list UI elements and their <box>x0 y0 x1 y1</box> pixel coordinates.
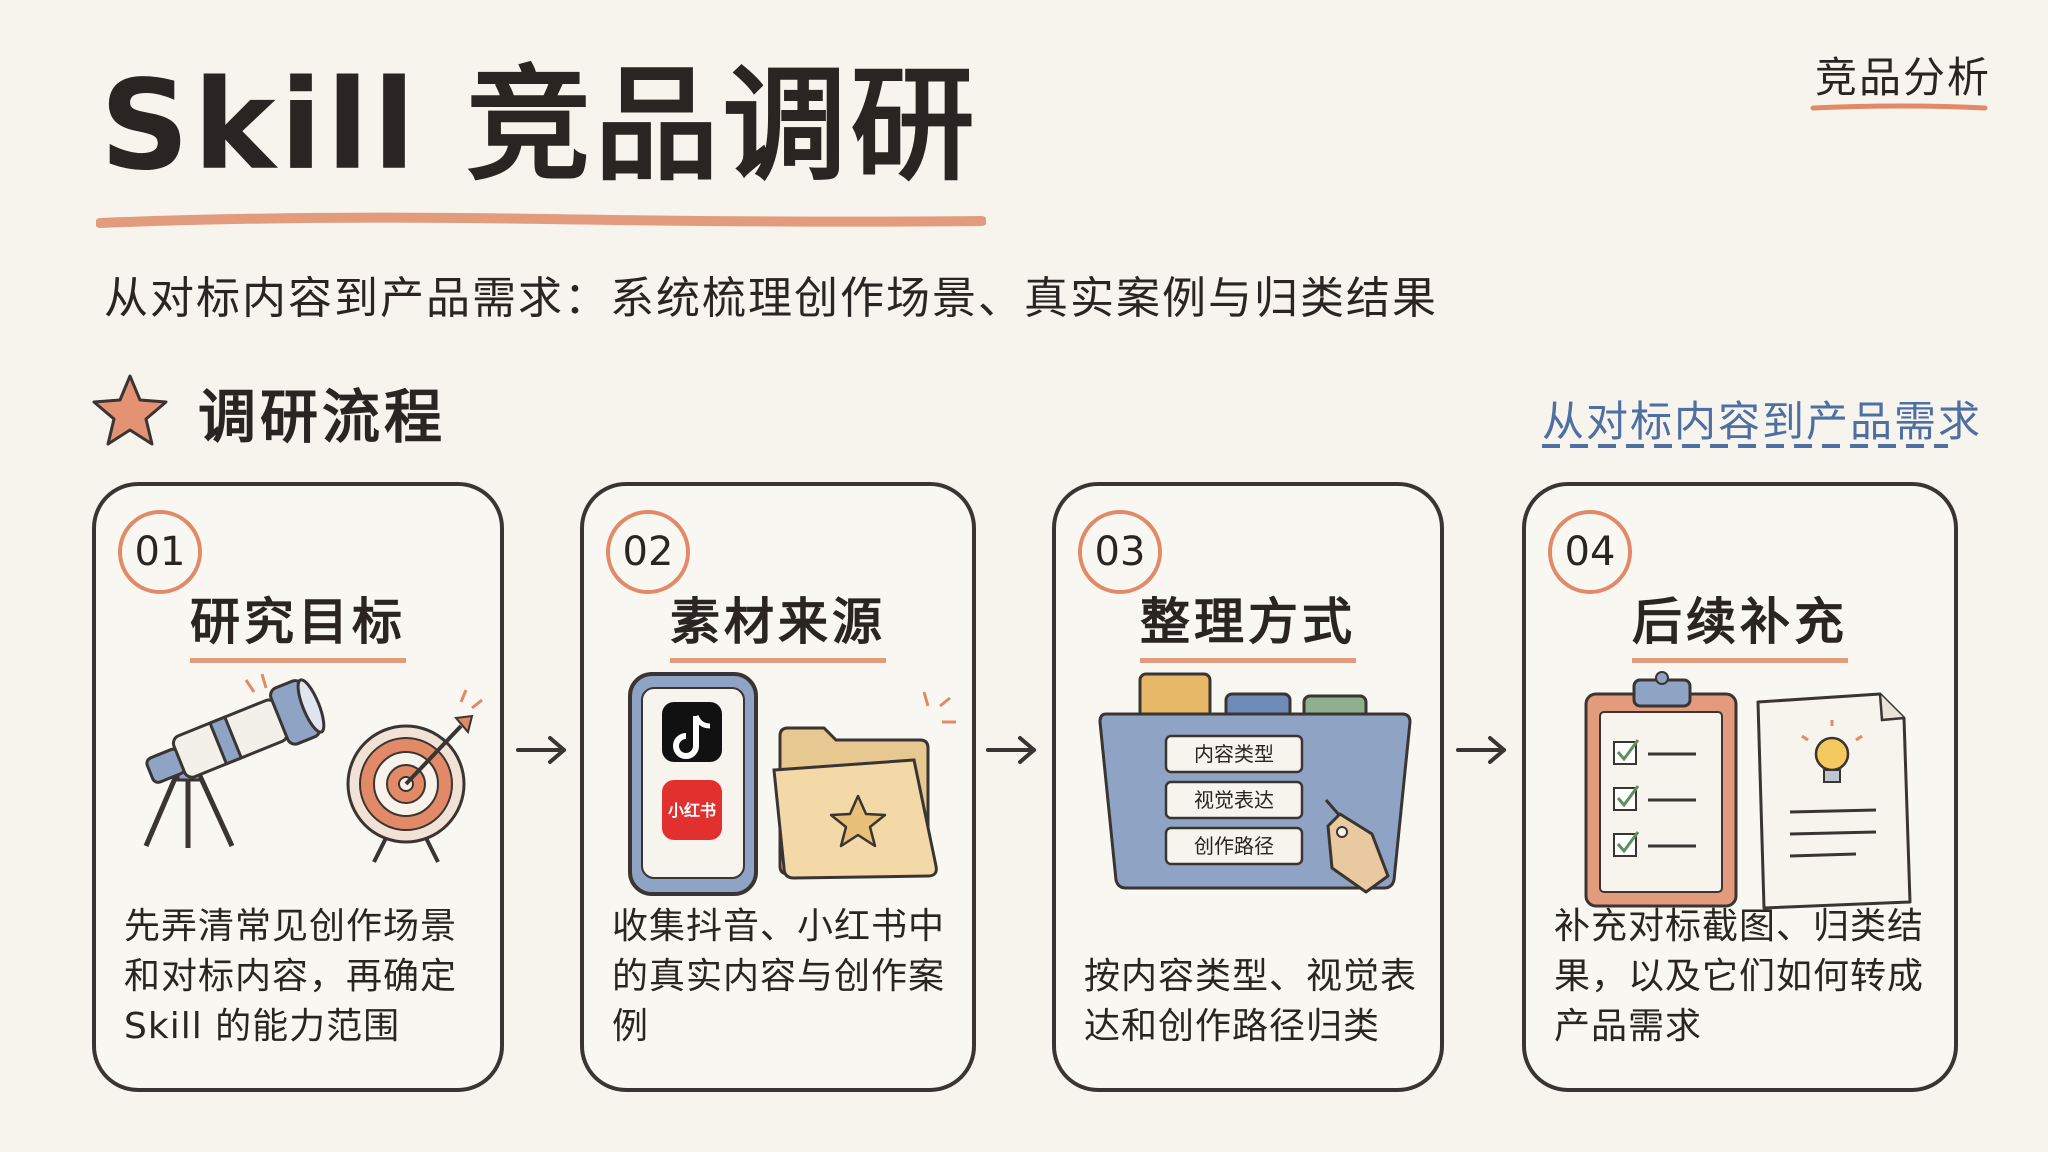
section-note-underline <box>1542 444 1948 448</box>
step-description: 补充对标截图、归类结果，以及它们如何转成产品需求 <box>1554 906 1925 1047</box>
step-description: 先弄清常见创作场景和对标内容，再确定 Skill 的能力范围 <box>124 906 458 1047</box>
star-icon <box>92 374 168 446</box>
tag-icon <box>1324 799 1390 894</box>
arrow-right-icon <box>516 736 566 764</box>
corner-tag: 竞品分析 <box>1815 53 1992 102</box>
step-card-2: 02 素材来源 小红书 收集抖音、小红书中的真实内容与创作案例 <box>580 482 976 1092</box>
section-title: 调研流程 <box>198 383 447 451</box>
svg-text:小红书: 小红书 <box>668 801 716 820</box>
step-illustration: 小红书 <box>628 672 956 896</box>
arrow-right-icon <box>1456 736 1506 764</box>
folder-label-list: 内容类型 视觉表达 创作路径 <box>1164 734 1304 866</box>
step-number: 03 <box>1078 510 1162 594</box>
step-number: 04 <box>1548 510 1632 594</box>
step-title: 整理方式 <box>1056 582 1440 663</box>
step-card-4: 04 后续补充 补 <box>1522 482 1958 1092</box>
step-description: 按内容类型、视觉表达和创作路径归类 <box>1084 956 1418 1047</box>
target-icon <box>346 689 483 863</box>
step-number: 02 <box>606 510 690 594</box>
page-title: Skill 竞品调研 <box>100 54 979 198</box>
tiktok-icon <box>662 702 722 762</box>
step-title: 素材来源 <box>584 582 972 663</box>
svg-text:内容类型: 内容类型 <box>1194 742 1274 766</box>
step-card-1: 01 研究目标 <box>92 482 504 1092</box>
step-number: 01 <box>118 510 202 594</box>
xiaohongshu-icon: 小红书 <box>662 780 722 840</box>
step-title: 后续补充 <box>1526 582 1954 663</box>
step-title: 研究目标 <box>96 582 500 663</box>
step-card-3: 03 整理方式 内容类型 视觉表达 创作路径 按内容类型、视觉表达和创作路径归类 <box>1052 482 1444 1092</box>
title-underline <box>96 212 986 228</box>
step-illustration <box>143 673 483 863</box>
step-description: 收集抖音、小红书中的真实内容与创作案例 <box>612 906 946 1047</box>
step-illustration: 内容类型 视觉表达 创作路径 <box>1098 672 1412 894</box>
folder-icon <box>772 691 956 880</box>
section-note: 从对标内容到产品需求 <box>1542 397 1983 446</box>
clipboard-checklist-icon <box>1584 671 1738 908</box>
corner-tag-underline <box>1810 103 1988 111</box>
svg-text:创作路径: 创作路径 <box>1194 834 1274 858</box>
idea-document-icon <box>1756 692 1912 910</box>
step-illustration <box>1584 671 1912 910</box>
svg-text:视觉表达: 视觉表达 <box>1194 788 1274 812</box>
arrow-right-icon <box>986 736 1036 764</box>
telescope-icon <box>143 673 326 848</box>
page-subtitle: 从对标内容到产品需求：系统梳理创作场景、真实案例与归类结果 <box>104 273 1438 324</box>
